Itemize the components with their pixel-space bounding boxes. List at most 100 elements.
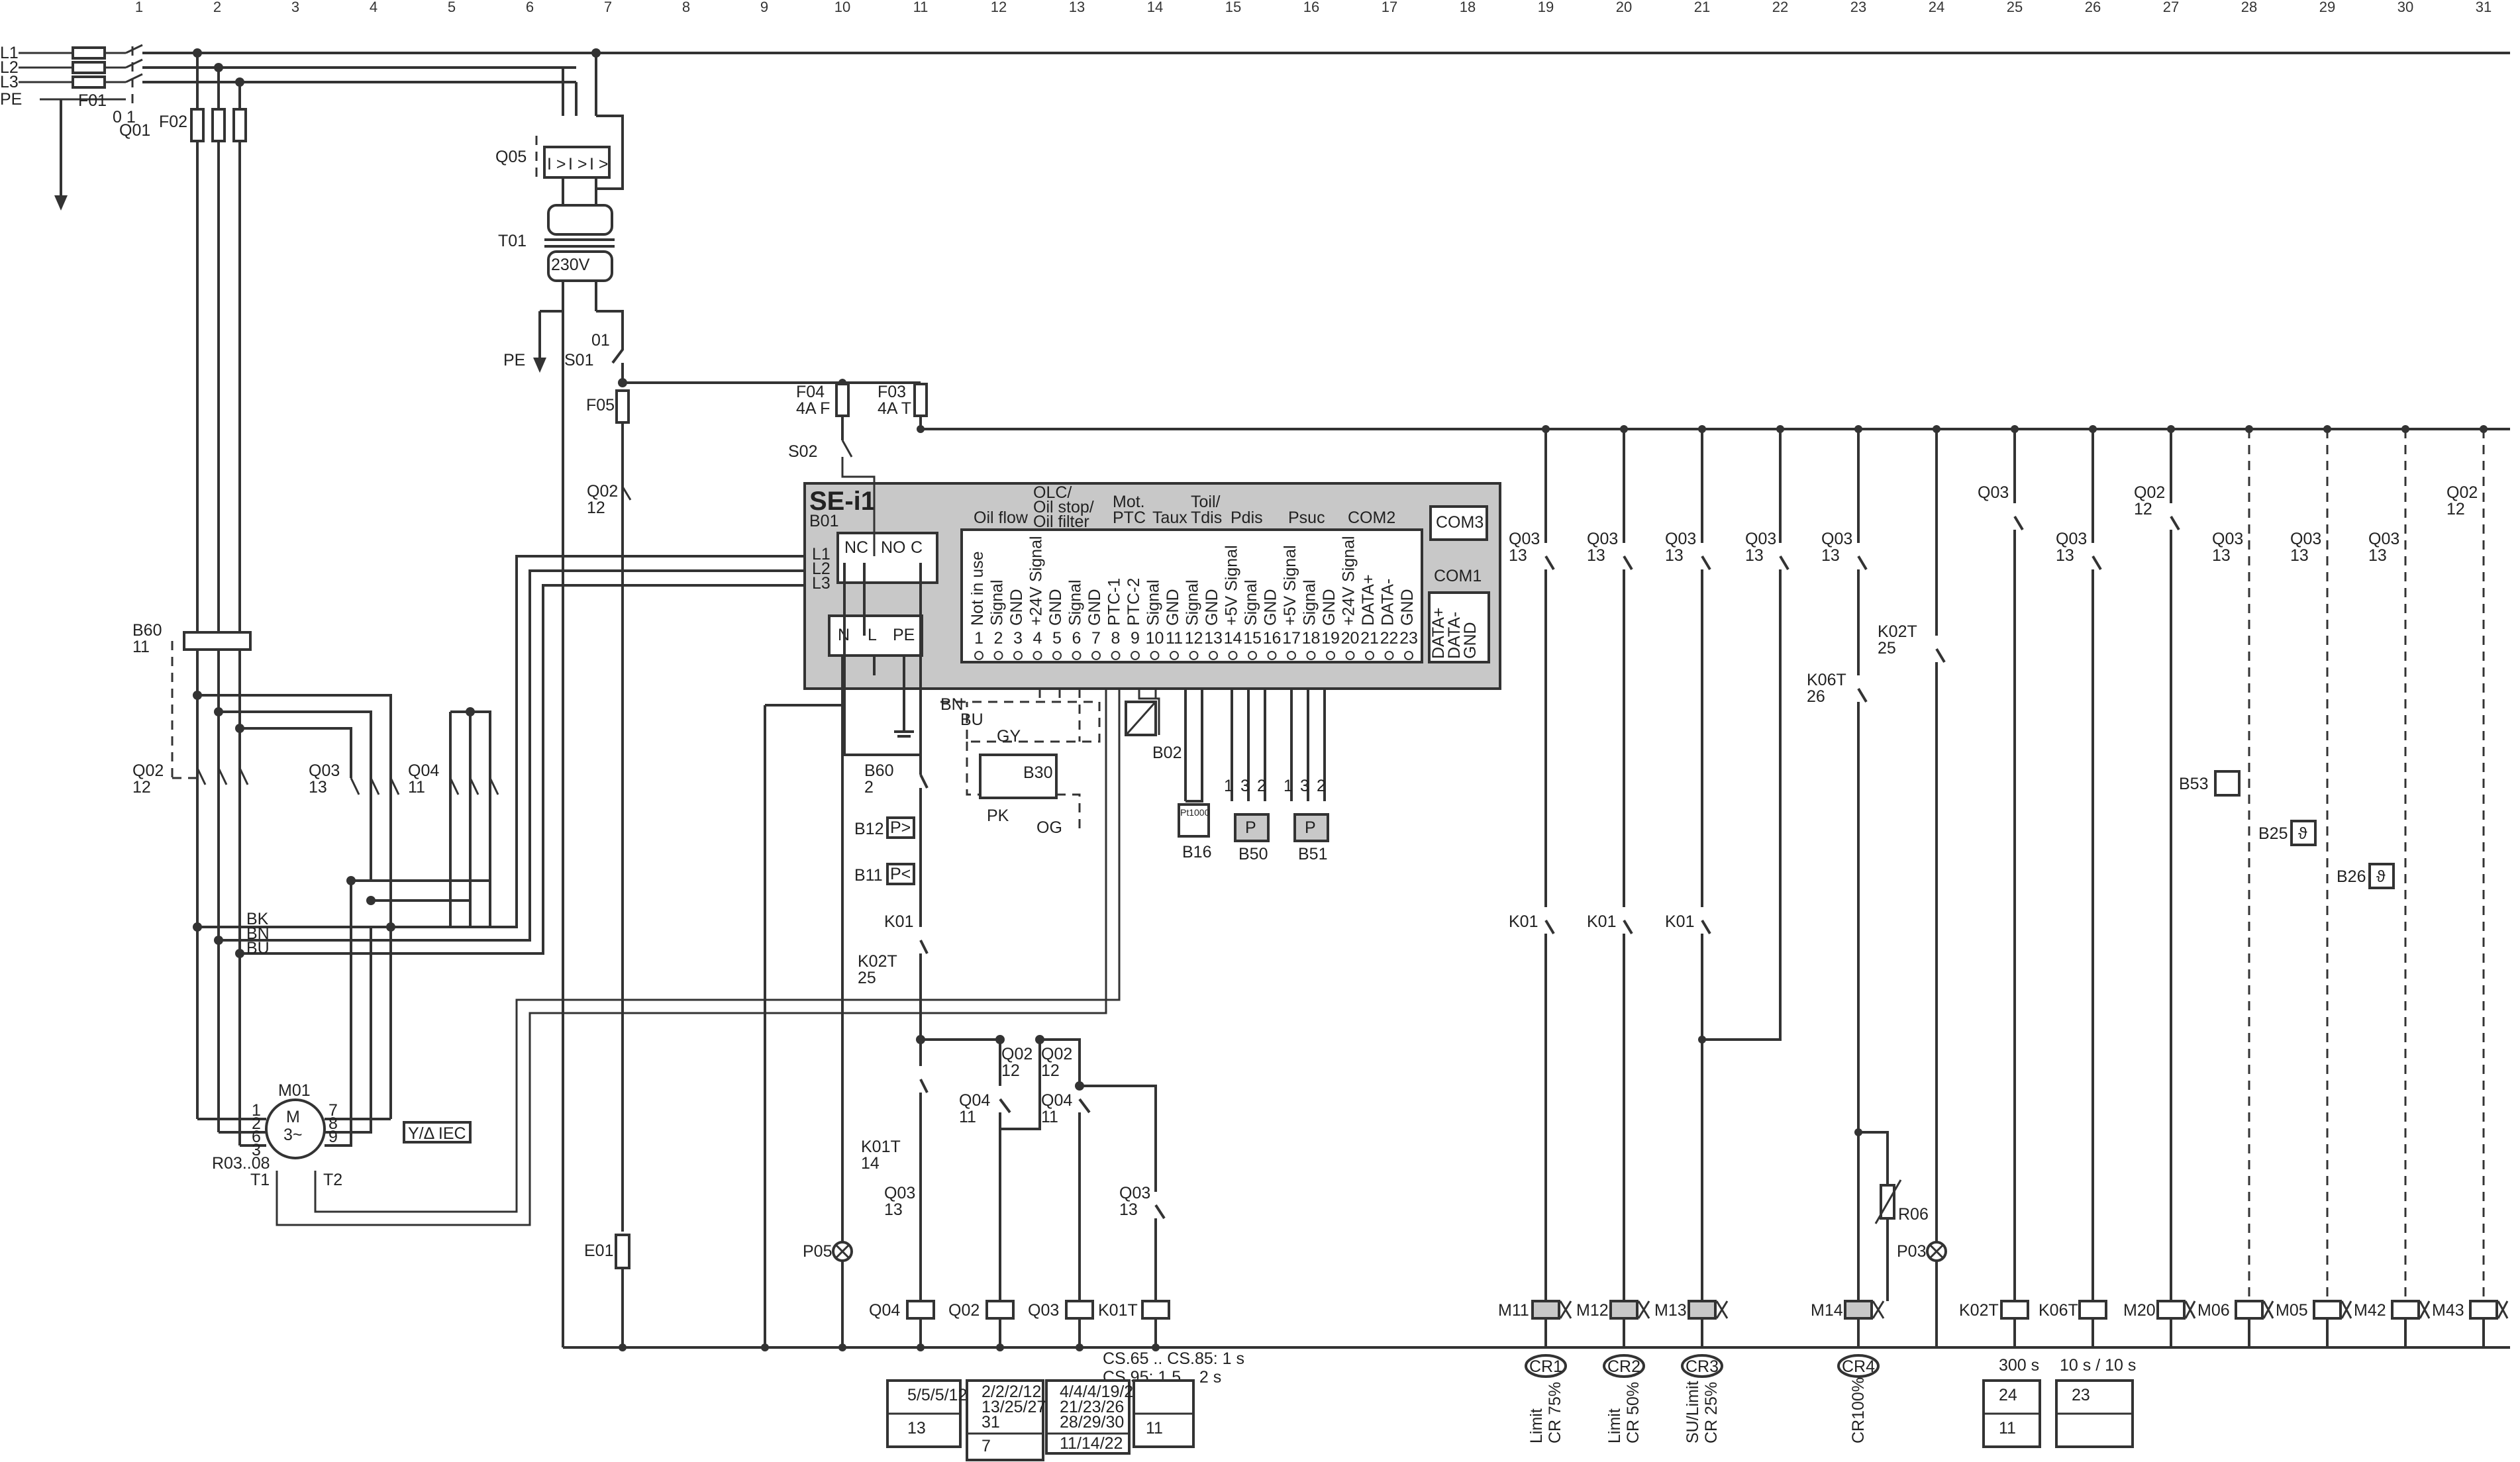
col-22: 22 — [1772, 0, 1788, 15]
label-m14: M14 — [1811, 1301, 1843, 1320]
label-b12-sym: P> — [890, 818, 911, 837]
fuse-f05 — [615, 389, 630, 424]
label-com1-dataplus: DATA+ — [1429, 607, 1448, 659]
ctrl-chain — [919, 821, 929, 1347]
label-q03-aux-2: Q03 — [2290, 530, 2321, 548]
label-b60-ctrl-ref: 2 — [864, 778, 874, 797]
label-mt-8: 8 — [328, 1114, 338, 1133]
label-k02t-ctrl: K02T — [858, 952, 897, 971]
coil-q04 — [906, 1300, 935, 1320]
terminal-label-18: Signal — [1301, 580, 1319, 626]
label-xref-q03-4: 11/14/22 — [1060, 1434, 1123, 1453]
label-r03-08: R03..08 — [212, 1154, 270, 1173]
control-section: F04 4A F F03 4A T S02 B60 2 P> B12 P< B1… — [623, 379, 2510, 1461]
terminal-number-9: 9 — [1131, 629, 1140, 648]
terminal-number-12: 12 — [1185, 629, 1203, 648]
node-bus-1745 — [1152, 1343, 1160, 1351]
node-f03-out — [917, 425, 925, 433]
label-cr3-desc-2: CR 25% — [1702, 1382, 1721, 1443]
label-q04-c: Q04 — [959, 1091, 990, 1110]
terminal-label-16: GND — [1262, 589, 1280, 626]
label-xref-k02t-2: 11 — [1999, 1419, 2016, 1438]
node-q02-branch — [995, 1035, 1005, 1044]
col-15: 15 — [1225, 0, 1241, 15]
label-q02-b: Q02 — [132, 761, 164, 780]
col-6: 6 — [526, 0, 534, 15]
label-pin-l3: L3 — [812, 574, 831, 593]
q01-blade-2 — [125, 58, 143, 69]
label-f03: F03 — [878, 383, 906, 401]
label-l: L — [868, 626, 877, 644]
label-q05-trip-2: I > — [568, 155, 587, 173]
label-q03-cap-3: Q03 — [1665, 530, 1696, 548]
node-q04-top — [466, 707, 475, 716]
col-26: 26 — [2085, 0, 2101, 15]
label-b51-pin2: 2 — [1317, 777, 1326, 795]
label-pe-2: PE — [503, 351, 525, 369]
col-19: 19 — [1538, 0, 1554, 15]
terminal-label-12: Signal — [1184, 580, 1202, 626]
label-q04-c-ref: 11 — [959, 1108, 976, 1126]
col-23: 23 — [1850, 0, 1866, 15]
label-mt-7: 7 — [328, 1101, 338, 1120]
cr1-oval — [1525, 1354, 1567, 1378]
label-q05-trip-1: I > — [547, 155, 566, 173]
column-numbers: 1 2 3 4 5 6 7 8 9 10 11 12 13 14 15 16 1… — [135, 0, 2492, 15]
terminal-label-8: PTC-1 — [1105, 578, 1124, 626]
terminal-label-9: PTC-2 — [1125, 578, 1143, 626]
coil-m42-sym — [2419, 1300, 2431, 1319]
label-t2: T2 — [323, 1171, 342, 1189]
coil-m05 — [2313, 1300, 2342, 1320]
label-grp-toil: Toil/ — [1191, 493, 1221, 511]
wire-bk — [197, 555, 805, 928]
label-xref-q03-3: 28/29/30 — [1060, 1413, 1124, 1432]
label-e01: E01 — [584, 1242, 613, 1260]
t01-secondary — [547, 250, 613, 282]
rung-21 — [1701, 429, 1711, 1301]
node-bus-1155 — [761, 1343, 769, 1351]
rung-22 — [1702, 429, 1789, 1041]
thermistor-leads — [276, 689, 1121, 1226]
label-grp-ptc: PTC — [1113, 509, 1146, 527]
col-12: 12 — [991, 0, 1007, 15]
label-q03-c: Q03 — [884, 1184, 915, 1202]
label-b11: B11 — [854, 866, 883, 885]
node-k01t — [1075, 1081, 1084, 1091]
cr3-oval — [1681, 1354, 1723, 1378]
label-cr1: CR1 — [1529, 1357, 1562, 1376]
k01t-branch — [1080, 1085, 1166, 1301]
terminal-label-17: +5V Signal — [1281, 545, 1299, 626]
col-17: 17 — [1382, 0, 1397, 15]
label-r06: R06 — [1898, 1205, 1929, 1224]
b50-wires — [1231, 689, 1266, 801]
b11-switch — [886, 863, 915, 885]
sensor-b30 — [979, 754, 1058, 799]
label-q02-aux-2-ref: 12 — [2446, 500, 2465, 518]
label-f05: F05 — [586, 396, 615, 414]
terminal-pin-14 — [1228, 651, 1238, 660]
label-q02-a: Q02 — [587, 482, 618, 501]
coil-k06t — [2078, 1300, 2107, 1320]
label-b12: B12 — [854, 820, 883, 838]
q02-branch — [921, 1038, 1011, 1301]
terminal-number-1: 1 — [974, 629, 983, 648]
label-b50-p: P — [1245, 818, 1256, 837]
b30-dash — [966, 742, 1081, 834]
wire-bu — [240, 584, 805, 955]
label-b30: B30 — [1023, 763, 1052, 782]
label-nc: NC — [844, 538, 868, 557]
label-l1: L1 — [0, 44, 19, 62]
label-q03-cap-6: Q03 — [2056, 530, 2087, 548]
supply-section: L1 L2 L3 PE F01 0 1 Q01 — [0, 44, 2510, 211]
terminal-number-4: 4 — [1033, 629, 1042, 648]
label-m11: M11 — [1498, 1301, 1529, 1320]
terminal-pin-21 — [1365, 651, 1374, 660]
start-mode-box — [403, 1121, 472, 1144]
label-com1: COM1 — [1434, 567, 1482, 585]
col-20: 20 — [1616, 0, 1632, 15]
label-q03-aux-1-ref: 13 — [2212, 546, 2231, 565]
b02-diag — [1126, 703, 1156, 734]
label-s01: S01 — [564, 351, 593, 369]
label-b60: B60 — [132, 621, 162, 640]
label-q01-contacts: 0 1 — [113, 108, 136, 126]
